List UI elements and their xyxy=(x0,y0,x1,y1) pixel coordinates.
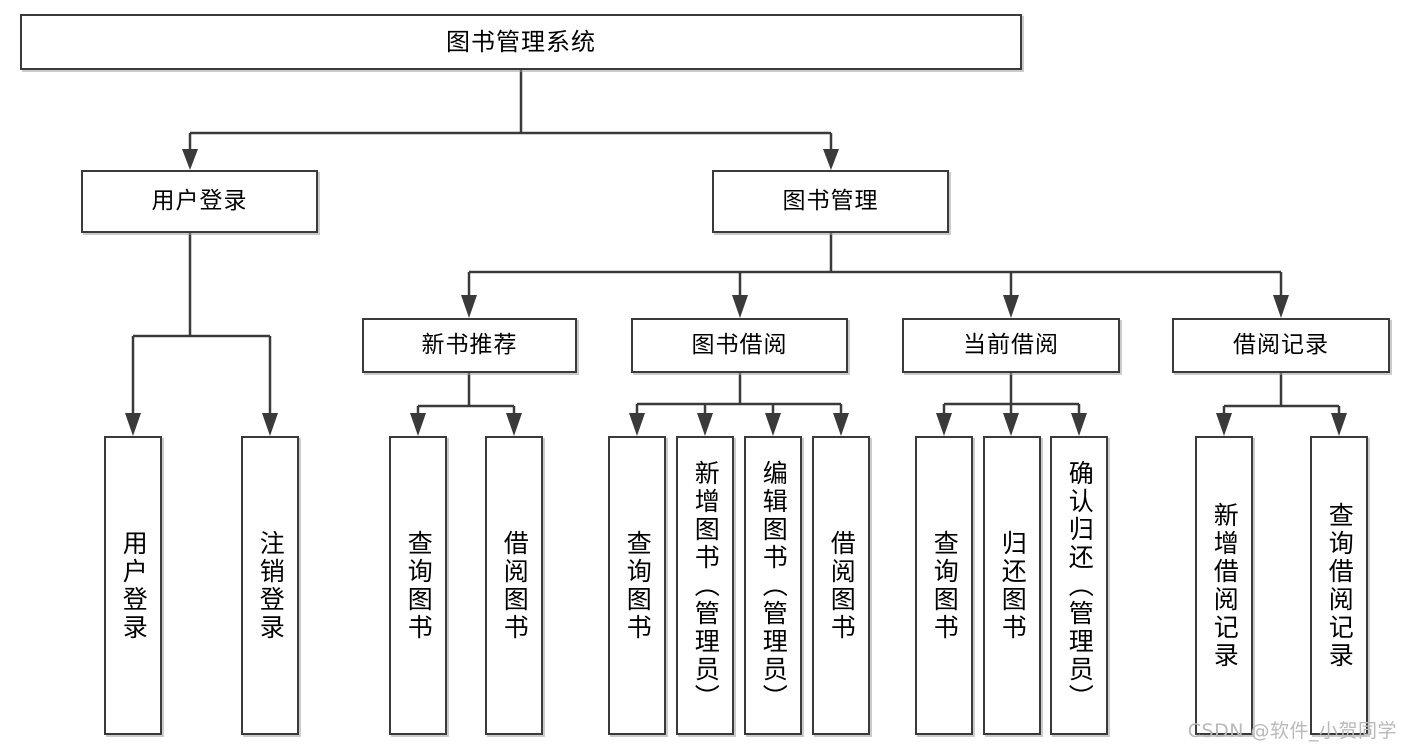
node-borrowing-record[interactable]: 借阅记录 xyxy=(1172,318,1390,373)
node-label: 新增借阅记录 xyxy=(1210,501,1240,670)
leaf-borrow-book[interactable]: 借阅图书 xyxy=(812,436,870,735)
node-label: 用户登录 xyxy=(151,187,248,214)
leaf-add-borrow-record[interactable]: 新增借阅记录 xyxy=(1195,436,1253,735)
leaf-query-book-borrow[interactable]: 查询图书 xyxy=(608,436,666,735)
node-label: 当前借阅 xyxy=(963,331,1059,358)
node-label: 借阅图书 xyxy=(500,529,530,642)
node-label: 编辑图书（管理员） xyxy=(759,459,789,712)
leaf-borrow-book-new[interactable]: 借阅图书 xyxy=(485,436,543,735)
node-label: 查询借阅记录 xyxy=(1325,501,1355,670)
node-label: 用户登录 xyxy=(119,529,149,642)
node-label: 归还图书 xyxy=(998,529,1028,642)
node-label: 图书管理系统 xyxy=(446,27,596,56)
leaf-query-borrow-record[interactable]: 查询借阅记录 xyxy=(1310,436,1368,735)
node-user-login[interactable]: 用户登录 xyxy=(81,170,318,233)
leaf-query-book-current[interactable]: 查询图书 xyxy=(915,436,973,735)
node-label: 查询图书 xyxy=(404,529,434,642)
node-root-library-management-system[interactable]: 图书管理系统 xyxy=(20,14,1022,70)
node-new-book-recommendation[interactable]: 新书推荐 xyxy=(362,318,577,373)
leaf-edit-book-admin[interactable]: 编辑图书（管理员） xyxy=(744,436,802,735)
leaf-query-book-new[interactable]: 查询图书 xyxy=(389,436,447,735)
node-current-borrowing[interactable]: 当前借阅 xyxy=(902,318,1120,373)
leaf-user-login[interactable]: 用户登录 xyxy=(104,436,162,735)
node-label: 新书推荐 xyxy=(421,331,518,358)
leaf-confirm-return-admin[interactable]: 确认归还（管理员） xyxy=(1050,436,1108,735)
leaf-add-book-admin[interactable]: 新增图书（管理员） xyxy=(676,436,734,735)
node-book-management[interactable]: 图书管理 xyxy=(712,170,949,233)
node-label: 借阅记录 xyxy=(1233,331,1329,358)
node-label: 借阅图书 xyxy=(827,529,857,642)
node-book-borrowing[interactable]: 图书借阅 xyxy=(631,318,848,373)
node-label: 查询图书 xyxy=(930,529,960,642)
node-label: 查询图书 xyxy=(623,529,653,642)
node-label: 新增图书（管理员） xyxy=(691,459,721,712)
node-label: 图书管理 xyxy=(782,187,879,214)
leaf-logout[interactable]: 注销登录 xyxy=(241,436,299,735)
node-label: 确认归还（管理员） xyxy=(1065,459,1095,712)
node-label: 注销登录 xyxy=(256,529,286,642)
node-label: 图书借阅 xyxy=(691,331,788,358)
leaf-return-book[interactable]: 归还图书 xyxy=(983,436,1041,735)
